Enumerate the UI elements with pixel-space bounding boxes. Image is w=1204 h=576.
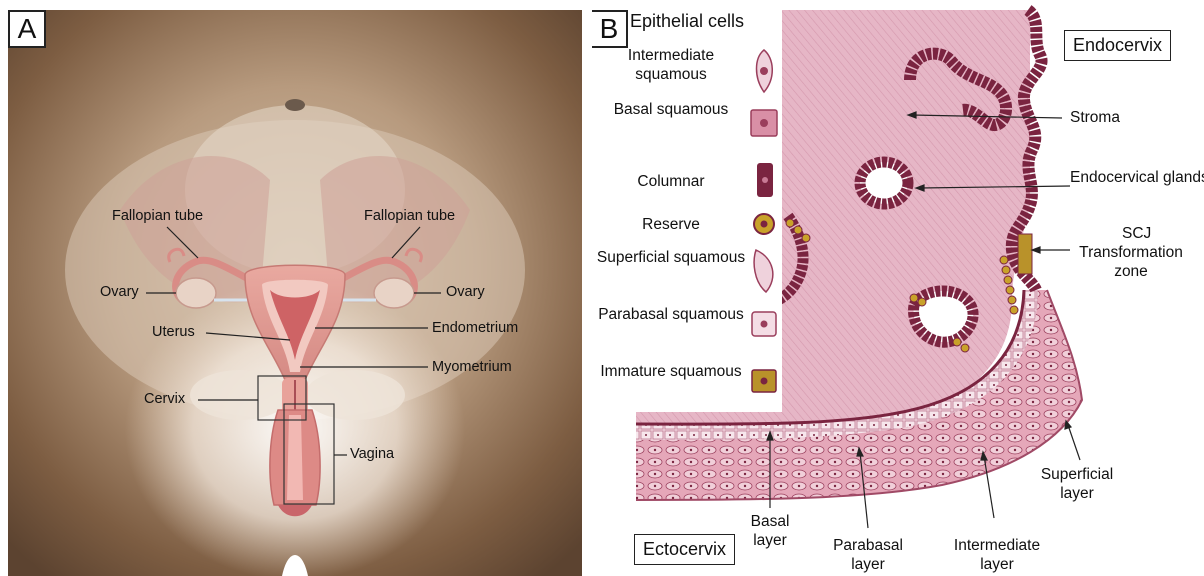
endocervical-gland-1 <box>860 162 908 204</box>
panel-a-label: A <box>8 10 46 48</box>
panel-b-label: B <box>592 10 628 48</box>
intermediate-layer-label: Intermediate layer <box>938 536 1056 574</box>
transformation-zone-label: Transformation zone <box>1070 243 1192 281</box>
ovary-right <box>374 278 414 308</box>
female-reproductive-illustration <box>0 0 590 576</box>
basal-layer-label: Basal layer <box>740 512 800 550</box>
legend-immature-squamous: Immature squamous <box>596 362 746 381</box>
panel-b-cervix-histology: B Epithelial cells Intermediate squamous… <box>592 0 1204 576</box>
myometrium-label: Myometrium <box>432 359 512 375</box>
cervix-label: Cervix <box>144 391 185 407</box>
legend-title: Epithelial cells <box>630 11 744 32</box>
endometrium-label: Endometrium <box>432 320 518 336</box>
panel-a-anatomy: A Fallopian tube Fallopian tube Ovary Ov… <box>0 0 590 576</box>
legend-parabasal-squamous: Parabasal squamous <box>596 305 746 324</box>
navel <box>285 99 305 111</box>
stroma-label: Stroma <box>1070 108 1120 127</box>
legend-basal-squamous: Basal squamous <box>596 100 746 119</box>
superficial-layer-label: Superficial layer <box>1022 465 1132 503</box>
uterus-label: Uterus <box>152 324 195 340</box>
ovary-left-label: Ovary <box>100 284 139 300</box>
legend-superficial-squamous: Superficial squamous <box>596 248 746 267</box>
parabasal-layer-label: Parabasal layer <box>820 536 916 574</box>
endocervical-glands-label: Endocervical glands <box>1070 168 1190 187</box>
ovary-right-label: Ovary <box>446 284 485 300</box>
ovary-left <box>176 278 216 308</box>
fallopian-tube-right-label: Fallopian tube <box>364 208 455 224</box>
legend-intermediate-squamous: Intermediate squamous <box>596 46 746 84</box>
legend-reserve: Reserve <box>596 215 746 234</box>
scj-label: SCJ <box>1122 224 1151 243</box>
legend-columnar: Columnar <box>596 172 746 191</box>
fallopian-tube-left-label: Fallopian tube <box>112 208 203 224</box>
endocervix-label: Endocervix <box>1064 30 1171 61</box>
transformation-zone <box>1018 234 1032 274</box>
vagina-label: Vagina <box>350 446 394 462</box>
ectocervix-label: Ectocervix <box>634 534 735 565</box>
